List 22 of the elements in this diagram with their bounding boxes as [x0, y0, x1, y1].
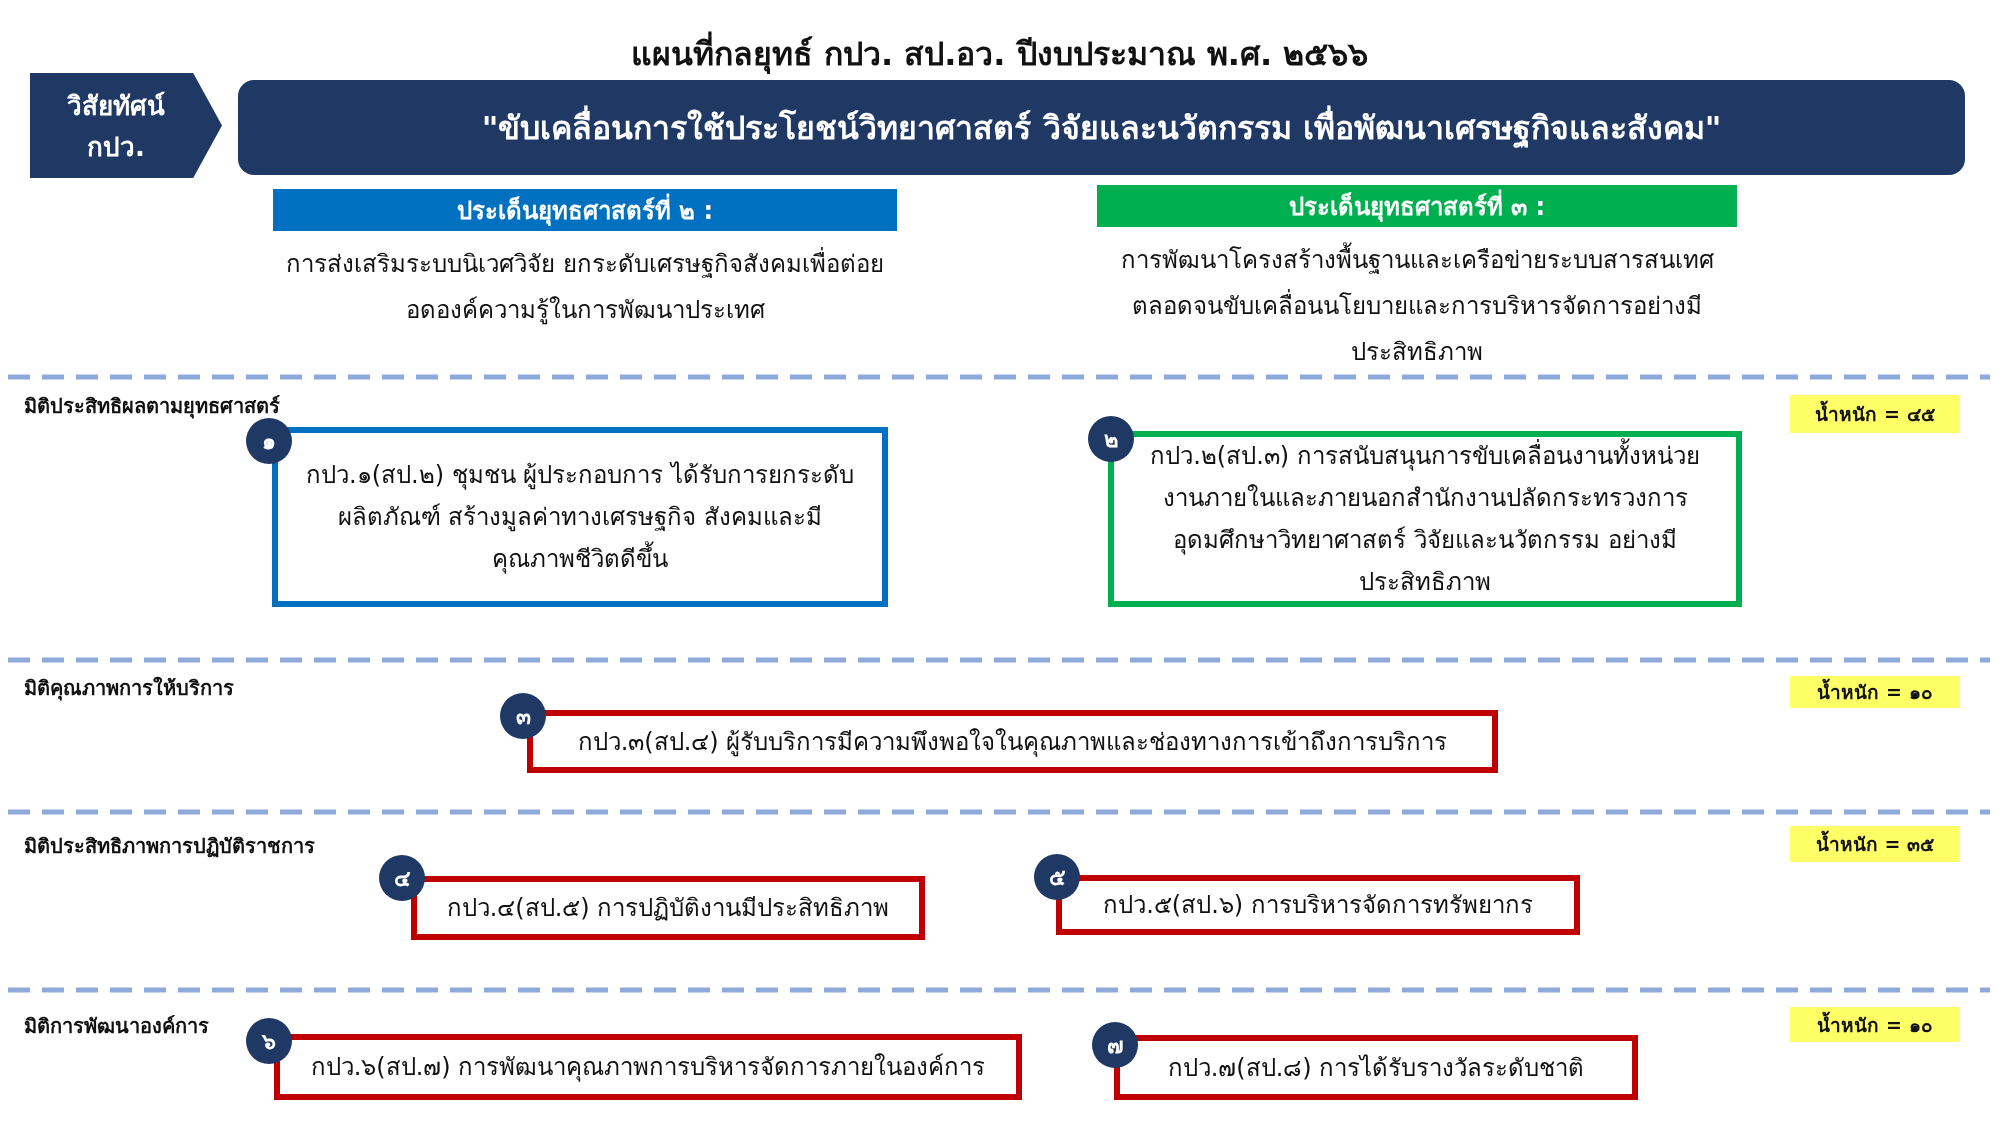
- dimension-label: มิติประสิทธิภาพการปฏิบัติราชการ: [24, 833, 315, 860]
- weight-label: น้ำหนัก = ๑๐: [1790, 676, 1960, 708]
- number-badge: ๔: [379, 855, 425, 901]
- strategy-description: การส่งเสริมระบบนิเวศวิจัย ยกระดับเศรษฐกิจสังคมเพื่อต่อยอดองค์ความรู้ในการพัฒนาประเทศ: [275, 241, 895, 333]
- vision-banner: "ขับเคลื่อนการใช้ประโยชน์วิทยาศาสตร์ วิจัยและนวัตกรรม เพื่อพัฒนาเศรษฐกิจและสังคม": [238, 80, 1965, 175]
- number-badge: ๗: [1092, 1022, 1138, 1068]
- vision-arrow-label: วิสัยทัศน์กปว.: [30, 73, 222, 178]
- weight-label: น้ำหนัก = ๓๕: [1790, 826, 1960, 862]
- objective-text: กปว.๔(สป.๕) การปฏิบัติงานมีประสิทธิภาพ: [411, 876, 925, 940]
- strategy-header: ประเด็นยุทธศาสตร์ที่ ๒ :: [273, 189, 897, 231]
- number-badge: ๕: [1034, 854, 1080, 900]
- number-badge: ๓: [500, 693, 546, 739]
- strategy-header: ประเด็นยุทธศาสตร์ที่ ๓ :: [1097, 185, 1737, 227]
- number-badge: ๑: [246, 418, 292, 464]
- weight-label: น้ำหนัก = ๑๐: [1790, 1007, 1960, 1042]
- dimension-label: มิติคุณภาพการให้บริการ: [24, 675, 234, 703]
- weight-label: น้ำหนัก = ๔๕: [1790, 395, 1960, 433]
- dimension-label: มิติประสิทธิผลตามยุทธศาสตร์: [24, 393, 280, 421]
- dimension-label: มิติการพัฒนาองค์การ: [24, 1013, 209, 1040]
- number-badge: ๒: [1088, 416, 1134, 462]
- strategy-description: การพัฒนาโครงสร้างพื้นฐานและเครือข่ายระบบสารสนเทศตลอดจนขับเคลื่อนนโยบายและการบริหารจัดการอย่างมีประสิทธิภาพ: [1117, 237, 1717, 375]
- number-badge: ๖: [246, 1018, 292, 1064]
